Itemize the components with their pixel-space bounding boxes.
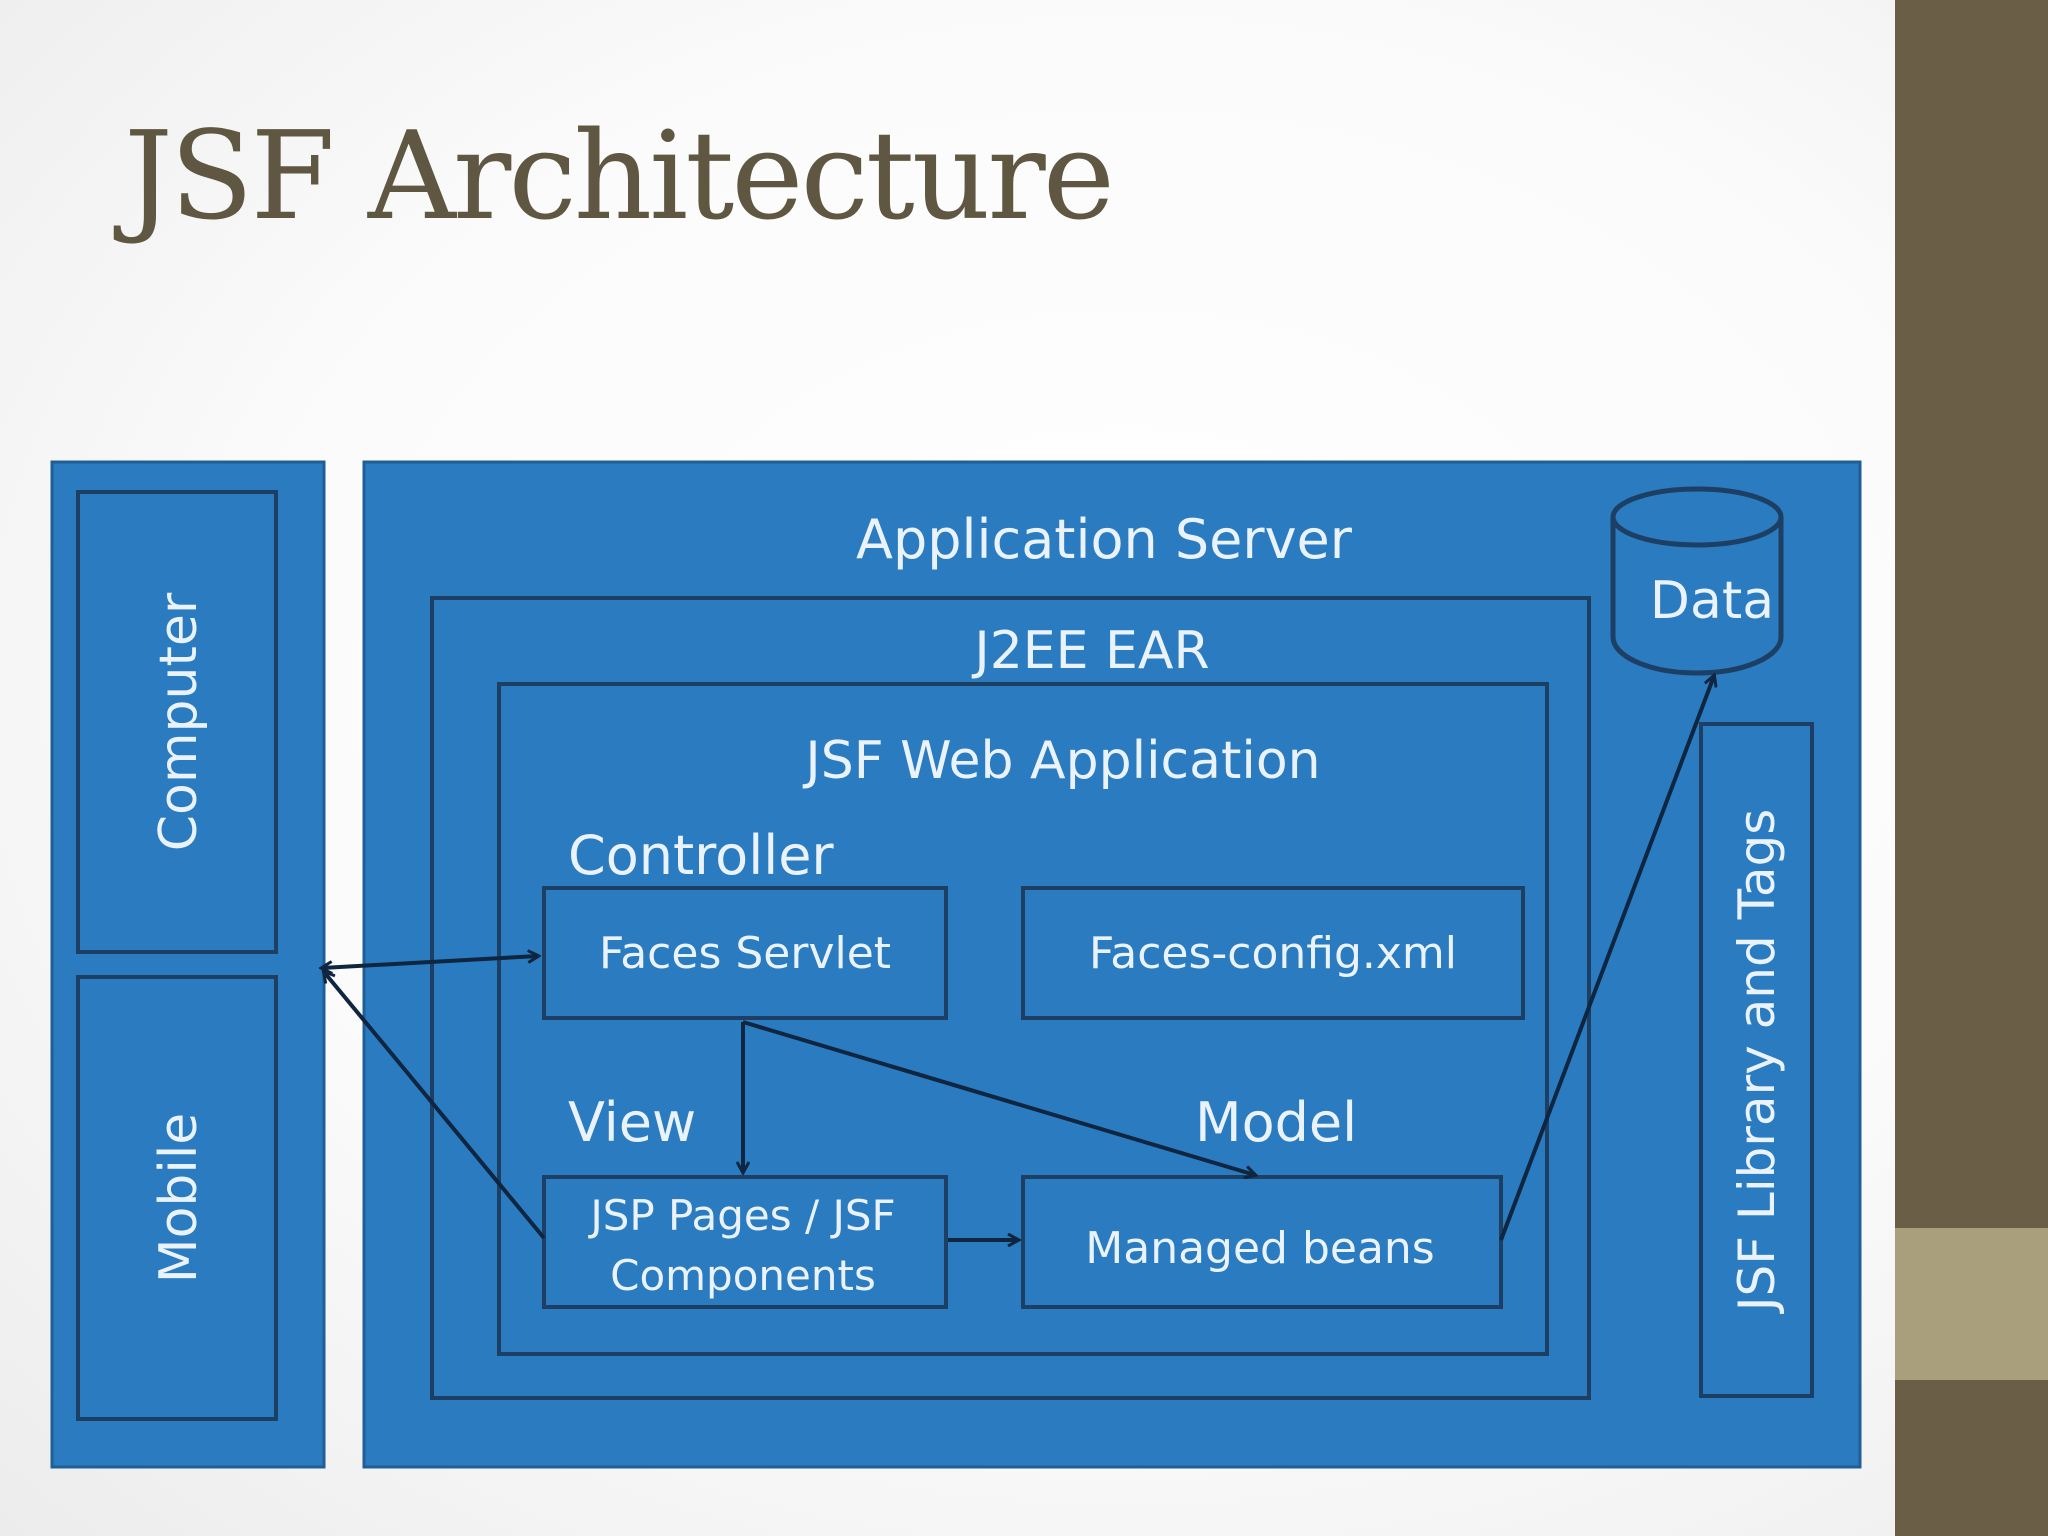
data-cylinder-icon (1610, 486, 1784, 676)
jsp-pages-label-line1: JSP Pages / JSF (587, 1191, 895, 1240)
application-server-label: Application Server (856, 508, 1353, 571)
jsp-pages-box (542, 1175, 948, 1309)
mobile-box (76, 975, 278, 1421)
j2ee-ear-label: J2EE EAR (971, 621, 1209, 681)
slide-title: JSF Architecture (124, 105, 1115, 247)
computer-box (76, 490, 278, 954)
side-bar-accent (1895, 1228, 2048, 1380)
faces-servlet-label: Faces Servlet (599, 928, 891, 979)
faces-config-label: Faces-config.xml (1089, 928, 1457, 979)
managed-beans-label: Managed beans (1085, 1223, 1434, 1274)
model-label: Model (1195, 1091, 1357, 1154)
data-label: Data (1650, 571, 1774, 631)
computer-label: Computer (149, 592, 209, 851)
jsf-library-box (1699, 722, 1814, 1398)
view-label: View (568, 1091, 696, 1154)
managed-beans-box (1021, 1175, 1503, 1309)
client-faces-servlet-arrow (322, 956, 538, 968)
faces-servlet-box (542, 886, 948, 1020)
beans-to-data-arrow (1499, 676, 1714, 1241)
jsf-web-application-label: JSF Web Application (802, 731, 1320, 791)
mobile-label: Mobile (149, 1113, 209, 1284)
jsp-pages-label-line2: Components (610, 1251, 876, 1300)
faces-config-box (1021, 886, 1525, 1020)
jsf-library-label: JSF Library and Tags (1728, 809, 1786, 1315)
servlet-to-beans-arrow (742, 1020, 1255, 1175)
jsp-pages-to-client-arrow (324, 972, 546, 1240)
controller-label: Controller (568, 824, 834, 887)
